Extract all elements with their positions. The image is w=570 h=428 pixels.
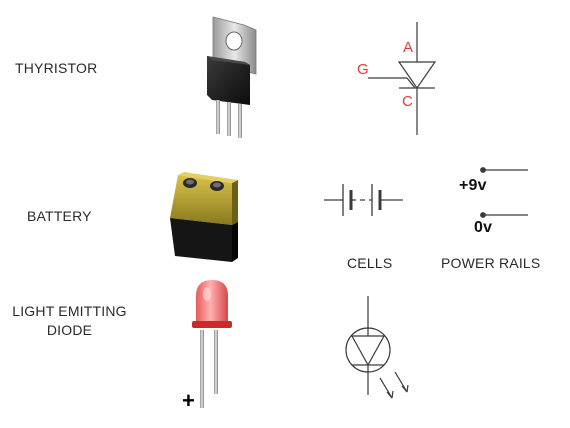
led-symbol <box>345 296 409 399</box>
battery-image <box>170 172 238 262</box>
led-label-line1: LIGHT EMITTING <box>12 303 127 319</box>
cells-symbol <box>324 184 403 216</box>
rail-positive-label: +9v <box>459 177 487 194</box>
rail-zero-label: 0v <box>474 219 493 236</box>
thyristor-symbol <box>368 22 437 135</box>
cathode-label: C <box>402 93 413 110</box>
thyristor-label: THYRISTOR <box>15 60 98 76</box>
led-image <box>192 280 232 408</box>
power-rails-symbol <box>480 167 528 218</box>
power-rails-caption: POWER RAILS <box>441 255 541 271</box>
gate-label: G <box>357 61 369 78</box>
cells-caption: CELLS <box>347 255 393 271</box>
anode-label: A <box>403 39 413 56</box>
led-label-line2: DIODE <box>46 322 93 338</box>
thyristor-image <box>207 16 257 138</box>
battery-label: BATTERY <box>27 208 92 224</box>
led-plus-label: + <box>182 388 196 413</box>
led-label: LIGHT EMITTING DIODE <box>12 302 127 340</box>
